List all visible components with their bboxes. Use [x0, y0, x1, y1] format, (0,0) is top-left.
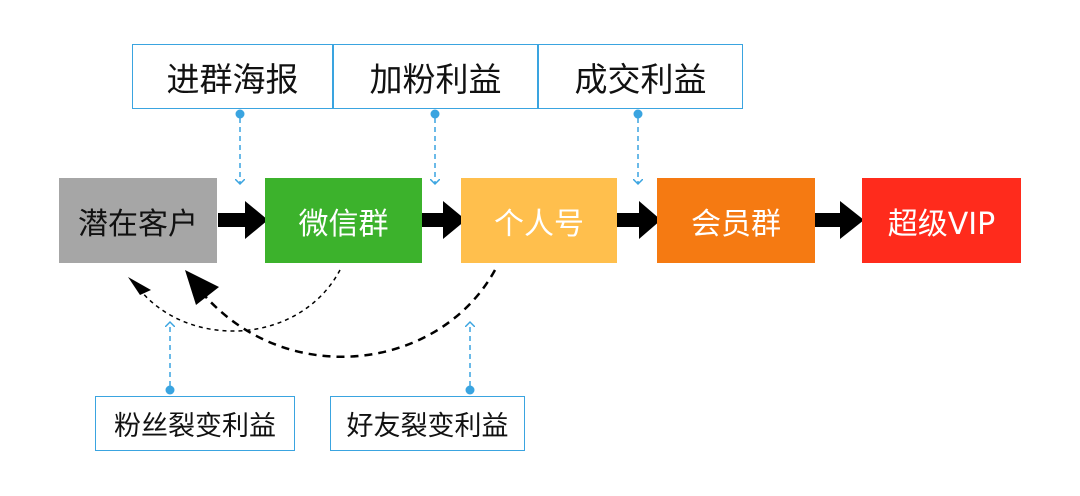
label-poster: 进群海报 — [132, 44, 333, 109]
feedback-curves — [128, 269, 497, 358]
friend-referral-curve — [204, 269, 497, 358]
arrow-right-icon — [617, 201, 661, 239]
stage-member-group: 会员群 — [657, 178, 815, 263]
large-arrowhead-icon — [185, 270, 219, 305]
label-friend-referral-benefit: 好友裂变利益 — [330, 396, 525, 451]
stage-personal-account: 个人号 — [461, 178, 617, 263]
top-connectors — [235, 109, 643, 185]
label-add-fan-benefit: 加粉利益 — [333, 44, 538, 109]
stage-arrows — [218, 201, 864, 239]
label-fan-referral-benefit: 粉丝裂变利益 — [95, 396, 295, 451]
stage-super-vip: 超级VIP — [862, 178, 1021, 263]
label-deal-benefit: 成交利益 — [538, 44, 743, 109]
arrow-right-icon — [422, 201, 466, 239]
connector-dot — [165, 385, 175, 395]
connector-dot — [633, 109, 643, 119]
connector-dot — [465, 385, 475, 395]
fan-referral-curve — [139, 269, 341, 332]
arrow-right-icon — [218, 201, 268, 239]
bottom-connectors — [166, 322, 475, 395]
stage-potential-customer: 潜在客户 — [59, 178, 217, 263]
stage-wechat-group: 微信群 — [265, 178, 422, 263]
arrow-right-icon — [815, 201, 864, 239]
connector-dot — [235, 109, 245, 119]
connector-dot — [430, 109, 440, 119]
small-arrowhead-icon — [128, 277, 151, 295]
